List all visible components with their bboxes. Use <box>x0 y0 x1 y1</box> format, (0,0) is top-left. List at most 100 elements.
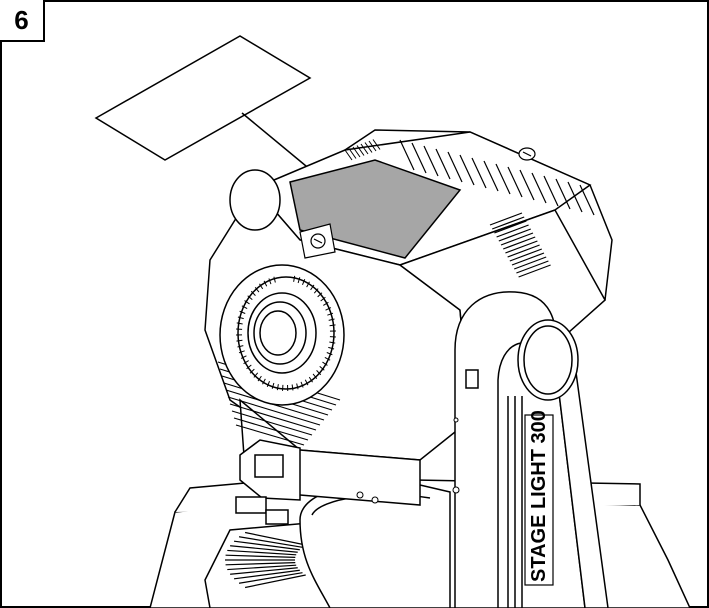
drawing-stroke <box>266 381 270 387</box>
drawing-stroke <box>368 140 377 152</box>
drawing-stroke <box>300 381 304 388</box>
screw-holes <box>356 417 460 504</box>
drawing-stroke <box>516 260 549 274</box>
drawing-stroke <box>227 564 297 571</box>
drawing-stroke <box>319 366 325 371</box>
drawing-stroke <box>312 373 318 380</box>
drawing-stroke <box>293 275 296 282</box>
drawing-stroke <box>249 368 255 374</box>
drawing-stroke <box>328 318 335 321</box>
drawing-stroke <box>471 157 487 189</box>
drawing-stroke <box>399 139 415 171</box>
drawing-stroke <box>235 424 305 446</box>
side-cooling-vents <box>489 212 551 278</box>
drawing-stroke <box>329 341 336 344</box>
drawing-stroke <box>500 232 534 246</box>
lower-mount <box>235 439 301 525</box>
drawing-stroke <box>317 292 323 298</box>
drawing-stroke <box>348 148 357 159</box>
lens-focus-ring <box>236 275 336 391</box>
drawing-stroke <box>313 288 319 294</box>
drawing-stroke <box>233 417 309 441</box>
drawing-stroke <box>297 277 301 284</box>
drawing-stroke <box>271 382 275 389</box>
drawing-stroke <box>489 212 523 226</box>
drawing-stroke <box>328 346 335 350</box>
drawing-stroke <box>276 384 279 391</box>
figure-number: 6 <box>0 0 45 42</box>
drawing-stroke <box>233 540 300 551</box>
drawing-stroke <box>502 236 536 250</box>
drawing-stroke <box>316 370 322 376</box>
drawing-stroke <box>567 181 583 213</box>
drawing-stroke <box>352 146 361 158</box>
drawing-stroke <box>241 305 248 310</box>
drawing-stroke <box>496 224 529 238</box>
drawing-stroke <box>360 143 369 155</box>
drawing-stroke <box>491 216 525 230</box>
top-screw-icon <box>299 223 336 259</box>
drawing-stroke <box>244 531 306 546</box>
drawing-stroke <box>238 536 303 548</box>
drawing-stroke <box>246 364 252 370</box>
drawing-stroke <box>244 300 250 305</box>
barcode-label-icon <box>94 35 312 161</box>
drawing-stroke <box>273 276 276 283</box>
drawing-stroke <box>344 149 353 161</box>
drawing-stroke <box>296 383 299 390</box>
drawing-stroke <box>237 345 244 348</box>
drawing-stroke <box>329 324 336 327</box>
drawing-stroke <box>236 339 243 342</box>
drawing-stroke <box>483 160 499 192</box>
rear-screw-icon <box>518 147 536 161</box>
drawing-stroke <box>304 379 309 386</box>
drawing-stroke <box>250 290 256 296</box>
drawing-stroke <box>326 352 333 356</box>
drawing-stroke <box>229 403 317 431</box>
drawing-stroke <box>227 549 297 556</box>
drawing-stroke <box>325 307 332 311</box>
drawing-stroke <box>243 360 249 365</box>
drawing-stroke <box>262 378 266 385</box>
drawing-stroke <box>495 163 511 195</box>
drawing-stroke <box>247 295 253 300</box>
drawing-stroke <box>268 278 272 285</box>
drawing-stroke <box>505 240 538 254</box>
drawing-stroke <box>254 286 260 293</box>
drawing-stroke <box>364 142 373 153</box>
lens-icon <box>247 292 317 374</box>
drawing-stroke <box>327 312 334 316</box>
drawing-stroke <box>310 284 315 291</box>
drawing-stroke <box>230 545 298 553</box>
drawing-stroke <box>543 175 559 207</box>
drawing-stroke <box>519 169 535 201</box>
drawing-stroke <box>244 574 306 589</box>
drawing-stroke <box>237 316 244 320</box>
arm-hub-cap <box>517 319 579 401</box>
drawing-stroke <box>231 410 313 436</box>
drawing-stroke <box>555 178 571 210</box>
drawing-stroke <box>320 296 326 302</box>
drawing-stroke <box>423 145 439 177</box>
drawing-stroke <box>323 301 329 306</box>
drawing-stroke <box>518 264 551 278</box>
drawing-stroke <box>372 139 381 150</box>
drawing-stroke <box>511 252 545 266</box>
arm-label-text: STAGE LIGHT 300 <box>528 410 550 582</box>
drawing-stroke <box>494 220 527 234</box>
drawing-stroke <box>230 567 298 575</box>
rear-cooling-vents <box>344 139 595 216</box>
drawing-stroke <box>356 145 365 156</box>
drawing-stroke <box>227 396 321 426</box>
drawing-stroke <box>240 355 247 359</box>
drawing-stroke <box>302 279 306 285</box>
drawing-stroke <box>308 376 313 383</box>
drawing-stroke <box>238 350 245 354</box>
drawing-stroke <box>233 569 300 580</box>
drawing-stroke <box>306 281 310 288</box>
drawing-stroke <box>263 280 268 287</box>
drawing-stroke <box>324 356 331 361</box>
drawing-stroke <box>579 184 595 216</box>
